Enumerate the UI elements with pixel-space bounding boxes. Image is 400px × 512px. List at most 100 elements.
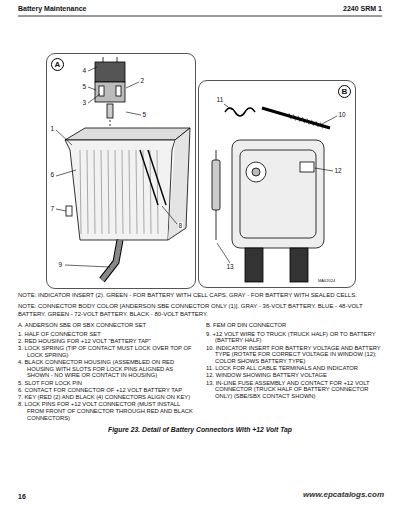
pin-threads — [303, 117, 305, 123]
anderson-connector — [66, 206, 72, 216]
leader-lines — [217, 243, 230, 263]
list-heading: B. FEM OR DIN CONNECTOR — [206, 322, 382, 329]
anderson-connector — [102, 240, 120, 280]
callout-number: 13 — [226, 263, 234, 270]
housing-ribs — [108, 150, 109, 234]
list-item: 8. LOCK PINS FOR +12 VOLT CONNECTOR (MUS… — [18, 401, 194, 421]
legend-columns: A. ANDERSON SBE OR SBX CONNECTOR SET 1. H… — [18, 322, 382, 422]
din-connector — [240, 150, 316, 238]
leader-lines — [56, 130, 72, 145]
housing-ribs — [157, 150, 158, 234]
leader-lines — [126, 82, 139, 88]
anderson-connector — [65, 57, 190, 280]
anderson-connector — [65, 128, 190, 140]
din-connector — [262, 108, 330, 128]
anderson-connector — [95, 82, 125, 102]
housing-ribs — [80, 150, 158, 234]
housing-ribs — [129, 150, 130, 234]
din-connector — [252, 168, 260, 176]
view-panel: A — [46, 53, 196, 289]
view-letter: B — [338, 85, 351, 98]
housing-ribs — [80, 150, 81, 234]
header-rule — [18, 16, 382, 17]
callout-number: 2 — [140, 77, 145, 84]
pin-threads — [289, 113, 323, 128]
column: B. FEM OR DIN CONNECTOR 9. +12 VOLT WIRE … — [206, 322, 382, 422]
callout-number: 9 — [58, 261, 63, 268]
pin-threads — [294, 115, 296, 121]
anderson-connector — [168, 128, 190, 240]
callout-number: 6 — [50, 171, 55, 178]
list-item: 6. CONTACT FOR CONNECTOR OF +12 VOLT BAT… — [18, 387, 194, 394]
list-item: 1. HALF OF CONNECTOR SET — [18, 331, 194, 338]
anderson-connector — [102, 240, 120, 280]
page-number: 16 — [18, 493, 26, 501]
anderson-connector — [140, 150, 158, 205]
list-item: 11. LOCK FOR ALL CABLE TERMINALS AND IND… — [206, 365, 382, 372]
leader-lines — [315, 168, 333, 171]
callout-number: 4 — [82, 67, 87, 74]
anderson-connector — [107, 104, 113, 118]
list-item: 2. RED HOUSING FOR +12 VOLT "BATTERY TAP… — [18, 338, 194, 345]
callout-number: 7 — [50, 205, 55, 212]
callout-number: 8 — [178, 222, 183, 229]
housing-ribs — [122, 150, 123, 234]
leader-lines — [322, 116, 337, 124]
pin-threads — [289, 113, 291, 119]
callout-number: 3 — [82, 99, 87, 106]
leader-lines — [126, 112, 141, 115]
page-header: 2240 SRM 1 — [343, 5, 382, 13]
anderson-connector — [117, 57, 118, 62]
din-connector — [232, 140, 324, 248]
pin-threads — [321, 122, 323, 128]
view-letter: A — [51, 58, 64, 71]
housing-ribs — [94, 150, 95, 234]
anderson-connector — [148, 150, 166, 205]
text-area: NOTE: INDICATOR INSERT (2). GREEN - FOR … — [18, 292, 382, 433]
din-connector — [212, 108, 330, 282]
note: NOTE: CONNECTOR BODY COLOR [ANDERSON SBE… — [18, 303, 382, 318]
din-connector — [212, 160, 220, 210]
leader-lines — [162, 206, 177, 224]
leader-lines — [88, 87, 96, 90]
list-item: 5. SLOT FOR LOCK PIN — [18, 380, 194, 387]
list-item: 10. INDICATOR INSERT FOR BATTERY VOLTAGE… — [206, 345, 382, 365]
list-item: 9. +12 VOLT WIRE TO TRUCK (TRUCK HALF) O… — [206, 331, 382, 344]
callout-number: 5 — [82, 83, 87, 90]
leader-lines — [56, 209, 66, 211]
din-connector — [216, 210, 217, 240]
din-connector — [290, 248, 308, 282]
housing-ribs — [101, 150, 102, 234]
anderson-connector — [95, 62, 125, 82]
din-connector — [245, 248, 263, 282]
list-heading: A. ANDERSON SBE OR SBX CONNECTOR SET — [18, 322, 194, 329]
housing-ribs — [150, 150, 151, 234]
callout-number: 1 — [50, 125, 55, 132]
pin-threads — [316, 121, 318, 127]
anderson-connector — [116, 86, 121, 96]
anderson-connector — [103, 57, 104, 62]
leader-lines — [56, 67, 337, 267]
leader-lines — [56, 170, 76, 176]
din-connector — [225, 108, 255, 116]
list-item: 3. LOCK SPRING (TIP OF CONTACT MUST LOCK… — [18, 345, 194, 358]
header-rule — [18, 16, 382, 17]
note: NOTE: INDICATOR INSERT (2). GREEN - FOR … — [18, 292, 382, 299]
figure-caption: Figure 23. Detail of Battery Connectors … — [18, 426, 382, 433]
callout-number: 5 — [142, 111, 147, 118]
pin-threads — [307, 118, 309, 124]
list-item: 7. KEY (RED (2) AND BLACK (4) CONNECTORS… — [18, 394, 194, 401]
notes: NOTE: INDICATOR INSERT (2). GREEN - FOR … — [18, 292, 382, 318]
list-item: 12. WINDOW SHOWING BATTERY VOLTAGE — [206, 372, 382, 379]
callout-number: 10 — [338, 111, 346, 118]
housing-ribs — [87, 150, 88, 234]
housing-ribs — [115, 150, 116, 234]
leader-lines — [224, 104, 232, 110]
view-panel: B — [198, 80, 356, 288]
pin-threads — [312, 120, 314, 126]
watermark: www.epcatalogs.com — [303, 491, 384, 500]
pin-threads — [298, 116, 300, 122]
leader-lines — [88, 94, 100, 103]
